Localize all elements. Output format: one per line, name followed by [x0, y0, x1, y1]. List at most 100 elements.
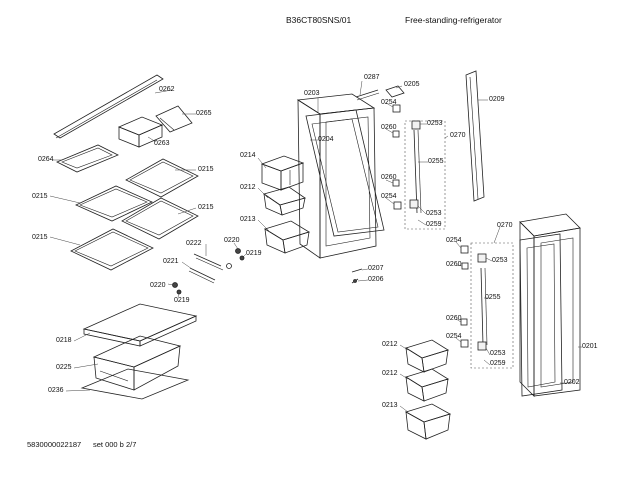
- label-0260-b: 0260: [381, 174, 397, 181]
- label-0202: 0202: [564, 379, 580, 386]
- part-strip-0287: [355, 89, 380, 101]
- label-0214: 0214: [240, 152, 256, 159]
- label-0255-a: 0255: [428, 158, 444, 165]
- label-0253-d: 0253: [490, 350, 506, 357]
- label-0215-c: 0215: [198, 204, 214, 211]
- part-block-0253-upper-a: [411, 120, 421, 130]
- label-0260-c: 0260: [446, 261, 462, 268]
- label-0213-b: 0213: [382, 402, 398, 409]
- label-0253-b: 0253: [426, 210, 442, 217]
- part-cap-0254-upper-a: [392, 104, 401, 113]
- label-0215-d: 0215: [32, 234, 48, 241]
- label-0201: 0201: [582, 343, 598, 350]
- label-0262: 0262: [159, 86, 175, 93]
- footer-code: 5830000022187: [27, 440, 82, 449]
- part-cap-0254-lower-b: [460, 339, 469, 348]
- label-0207: 0207: [368, 265, 384, 272]
- part-trim-0209: [465, 70, 485, 202]
- label-0212-a: 0212: [240, 184, 256, 191]
- part-screw-0206: [351, 278, 359, 284]
- label-0270-b: 0270: [497, 222, 513, 229]
- label-0212-c: 0212: [382, 370, 398, 377]
- label-0203: 0203: [304, 90, 320, 97]
- part-pin-0220-b: [172, 282, 178, 288]
- part-plate-0236: [80, 368, 190, 400]
- label-0255-b: 0255: [485, 294, 501, 301]
- label-0215-b: 0215: [198, 166, 214, 173]
- label-0254-c: 0254: [446, 237, 462, 244]
- part-cover-0218: [82, 303, 198, 347]
- part-cap-0260-lower-a: [461, 262, 469, 270]
- part-cap-0254-lower-a: [460, 245, 469, 254]
- label-0225: 0225: [56, 364, 72, 371]
- part-pin-0219-b: [176, 289, 182, 295]
- label-0219-b: 0219: [174, 297, 190, 304]
- label-0260-d: 0260: [446, 315, 462, 322]
- part-door-bin-0212-lower-a: [405, 339, 449, 373]
- part-handle-0255-lower: [480, 267, 488, 346]
- part-block-0253-lower-b: [477, 341, 487, 351]
- handle-group-frame-upper: [404, 120, 446, 230]
- part-bracket-0265: [155, 105, 193, 133]
- label-0219-a: 0219: [246, 250, 262, 257]
- part-tray-0264: [56, 144, 119, 173]
- label-0287: 0287: [364, 74, 380, 81]
- label-0215-a: 0215: [32, 193, 48, 200]
- label-0220-b: 0220: [150, 282, 166, 289]
- part-bin-0263: [117, 116, 164, 148]
- label-0205: 0205: [404, 81, 420, 88]
- model-number: B36CT80SNS/01: [286, 15, 352, 25]
- part-clip-0205: [385, 85, 405, 98]
- label-0254-b: 0254: [381, 193, 397, 200]
- part-rod-0221: [188, 267, 216, 284]
- label-0206: 0206: [368, 276, 384, 283]
- part-door-bin-0213-upper: [264, 220, 310, 254]
- part-shelf-0215-left-top: [75, 185, 153, 222]
- label-0264: 0264: [38, 156, 54, 163]
- label-0209: 0209: [489, 96, 505, 103]
- label-0254-d: 0254: [446, 333, 462, 340]
- part-block-0253-upper-b: [409, 199, 419, 209]
- label-0220-a: 0220: [224, 237, 240, 244]
- label-0263: 0263: [154, 140, 170, 147]
- part-door-0201: [519, 213, 581, 397]
- part-door-0204: [305, 109, 385, 237]
- label-0204: 0204: [318, 136, 334, 143]
- footer-page-ref: set 000 b 2/7: [93, 440, 137, 449]
- label-0260-a: 0260: [381, 124, 397, 131]
- label-0212-b: 0212: [382, 341, 398, 348]
- label-0221: 0221: [163, 258, 179, 265]
- part-block-0253-lower-a: [477, 253, 487, 263]
- label-0265: 0265: [196, 110, 212, 117]
- part-door-bin-0212-lower-b: [405, 368, 449, 402]
- label-0236: 0236: [48, 387, 64, 394]
- part-shelf-0215-right-top: [125, 158, 199, 198]
- leader-lines: [49, 80, 582, 413]
- label-0254-a: 0254: [381, 99, 397, 106]
- label-0259-a: 0259: [426, 221, 442, 228]
- part-rod-0222: [193, 253, 232, 271]
- product-description: Free-standing-refrigerator: [405, 15, 502, 25]
- label-0253-c: 0253: [492, 257, 508, 264]
- label-0253-a: 0253: [427, 120, 443, 127]
- part-cap-0260-upper-a: [392, 130, 400, 138]
- part-door-bin-0213-lower: [404, 403, 452, 440]
- part-pin-0220-a: [235, 248, 241, 254]
- part-cap-0254-upper-b: [393, 201, 402, 210]
- label-0222: 0222: [186, 240, 202, 247]
- part-door-0203: [296, 93, 377, 259]
- part-handle-0255-upper: [413, 129, 422, 214]
- part-shelf-0215-left-bottom: [70, 228, 154, 271]
- part-shelf-0215-right-bottom: [121, 197, 199, 240]
- part-screw-0207: [351, 268, 363, 273]
- label-0218: 0218: [56, 337, 72, 344]
- part-rail-0262: [53, 74, 164, 139]
- label-0259-b: 0259: [490, 360, 506, 367]
- label-0270-a: 0270: [450, 132, 466, 139]
- part-drawer-0225: [92, 335, 182, 391]
- part-door-0202: [519, 233, 563, 397]
- part-box-0214: [260, 155, 305, 191]
- handle-group-frame-lower: [470, 242, 514, 369]
